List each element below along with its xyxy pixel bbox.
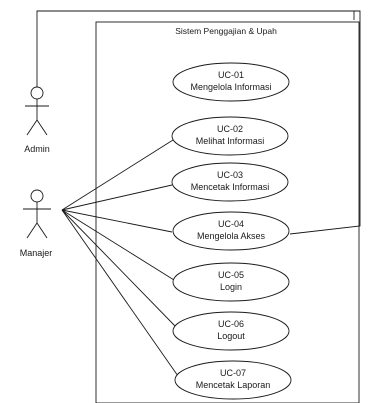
uc02-id: UC-02	[217, 124, 243, 134]
use-case-uc07: UC-07 Mencetak Laporan	[174, 360, 292, 400]
use-case-uc03: UC-03 Mencetak Informasi	[171, 162, 289, 202]
use-case-uc05: UC-05 Login	[172, 262, 290, 302]
uc06-name: Logout	[217, 331, 245, 341]
uc01-id: UC-01	[218, 70, 244, 80]
assoc-manajer-uc07	[61, 209, 179, 377]
actor-admin: Admin	[24, 86, 50, 154]
use-case-uc04: UC-04 Mengelola Akses	[172, 211, 290, 251]
assoc-manajer-uc05	[61, 209, 175, 281]
uc06-id: UC-06	[218, 319, 244, 329]
system-title: Sistem Penggajian & Upah	[175, 26, 277, 36]
uc07-id: UC-07	[220, 368, 246, 378]
assoc-manajer-uc06	[61, 209, 177, 328]
uc05-name: Login	[220, 282, 242, 292]
use-case-uc01: UC-01 Mengelola Informasi	[172, 62, 290, 102]
use-case-uc02: UC-02 Melihat Informasi	[171, 116, 289, 156]
uc04-external-link	[289, 10, 361, 235]
uc07-name: Mencetak Laporan	[196, 380, 271, 390]
admin-top-link	[36, 10, 355, 87]
uc01-name: Mengelola Informasi	[190, 82, 271, 92]
admin-head	[30, 86, 44, 100]
uc03-id: UC-03	[217, 170, 243, 180]
use-case-uc06: UC-06 Logout	[172, 311, 290, 351]
actor-admin-label: Admin	[24, 144, 50, 154]
actor-manajer: Manajer	[20, 189, 53, 258]
uc04-id: UC-04	[218, 219, 244, 229]
manajer-head	[30, 189, 44, 203]
assoc-manajer-uc04	[61, 209, 173, 233]
uc02-name: Melihat Informasi	[196, 136, 265, 146]
assoc-manajer-uc03	[61, 184, 173, 211]
uc05-id: UC-05	[218, 270, 244, 280]
manajer-associations	[61, 139, 179, 377]
actor-manajer-label: Manajer	[20, 248, 53, 258]
uc04-name: Mengelola Akses	[197, 231, 266, 241]
uc03-name: Mencetak Informasi	[191, 182, 270, 192]
assoc-manajer-uc02	[61, 139, 174, 211]
